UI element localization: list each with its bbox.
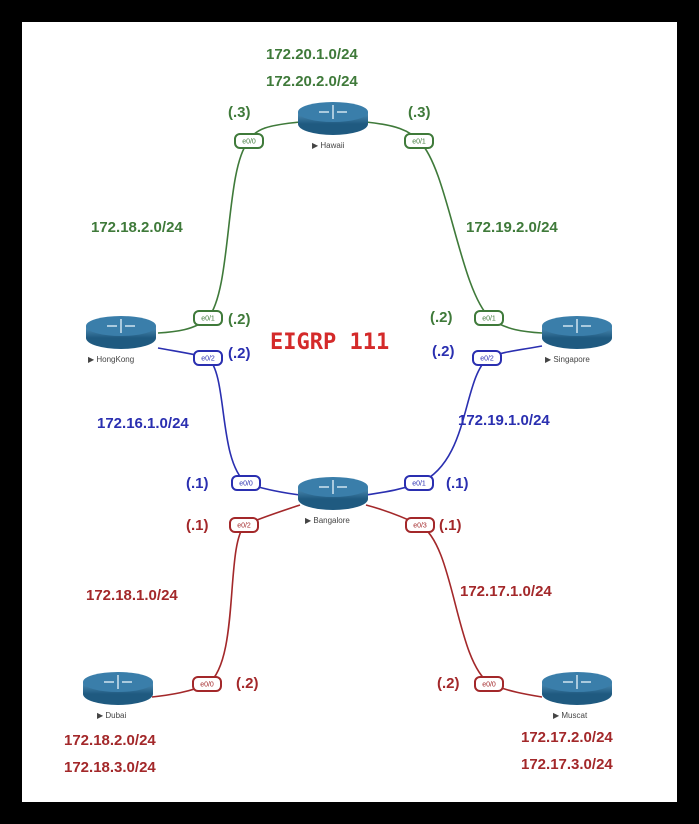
subnet-hongkong-bangalore: 172.16.1.0/24 [97, 415, 189, 432]
router-muscat[interactable] [541, 671, 613, 706]
muscat-network-1: 172.17.2.0/24 [521, 729, 613, 746]
if-hawaii-right-label: e0/1 [412, 139, 426, 146]
if-bangalore-blue-left-label: e0/0 [239, 481, 253, 488]
router-label-bangalore: ▶ Bangalore [305, 516, 350, 525]
if-muscat-label: e0/0 [482, 682, 496, 689]
host-hongkong-blue: (.2) [228, 345, 251, 362]
subnet-hawaii-singapore: 172.19.2.0/24 [466, 219, 558, 236]
diagram-title: EIGRP 111 [270, 330, 389, 355]
link-hawaii-singapore [365, 121, 543, 334]
subnet-singapore-bangalore: 172.19.1.0/24 [458, 412, 550, 429]
canvas [22, 22, 677, 802]
if-hongkong-green-badge[interactable]: e0/1 [193, 310, 223, 326]
if-hawaii-left-badge[interactable]: e0/0 [234, 133, 264, 149]
host-bangalore-red-left: (.1) [186, 517, 209, 534]
host-bangalore-red-right: (.1) [439, 517, 462, 534]
host-dubai: (.2) [236, 675, 259, 692]
if-singapore-green-label: e0/1 [482, 316, 496, 323]
if-singapore-blue-badge[interactable]: e0/2 [472, 350, 502, 366]
dubai-network-1: 172.18.2.0/24 [64, 732, 156, 749]
router-label-singapore: ▶ Singapore [545, 355, 590, 364]
if-hawaii-right-badge[interactable]: e0/1 [404, 133, 434, 149]
if-muscat-badge[interactable]: e0/0 [474, 676, 504, 692]
router-label-hawaii: ▶ Hawaii [312, 141, 345, 150]
dubai-network-2: 172.18.3.0/24 [64, 759, 156, 776]
router-singapore[interactable] [541, 315, 613, 350]
hawaii-network-1: 172.20.1.0/24 [266, 46, 358, 63]
router-hongkong[interactable] [85, 315, 157, 350]
if-hongkong-green-label: e0/1 [201, 316, 215, 323]
if-singapore-blue-label: e0/2 [480, 356, 494, 363]
if-bangalore-red-left-label: e0/2 [237, 523, 251, 530]
host-hawaii-left: (.3) [228, 104, 251, 121]
host-muscat: (.2) [437, 675, 460, 692]
subnet-bangalore-dubai: 172.18.1.0/24 [86, 587, 178, 604]
if-bangalore-red-right-label: e0/3 [413, 523, 427, 530]
link-singapore-bangalore [365, 345, 543, 496]
host-hongkong-green: (.2) [228, 311, 251, 328]
host-bangalore-blue-left: (.1) [186, 475, 209, 492]
link-hawaii-hongkong [157, 121, 301, 334]
link-bangalore-dubai [151, 504, 301, 698]
if-dubai-label: e0/0 [200, 682, 214, 689]
if-singapore-green-badge[interactable]: e0/1 [474, 310, 504, 326]
subnet-bangalore-muscat: 172.17.1.0/24 [460, 583, 552, 600]
host-singapore-green: (.2) [430, 309, 453, 326]
if-bangalore-blue-right-label: e0/1 [412, 481, 426, 488]
host-singapore-blue: (.2) [432, 343, 455, 360]
router-label-hongkong: ▶ HongKong [88, 355, 134, 364]
router-label-muscat: ▶ Muscat [553, 711, 588, 720]
router-bangalore[interactable] [297, 476, 369, 511]
link-bangalore-muscat [365, 504, 543, 698]
router-hawaii[interactable] [297, 101, 369, 136]
subnet-hawaii-hongkong: 172.18.2.0/24 [91, 219, 183, 236]
router-dubai[interactable] [82, 671, 154, 706]
if-bangalore-blue-left-badge[interactable]: e0/0 [231, 475, 261, 491]
router-label-dubai: ▶ Dubai [97, 711, 127, 720]
if-bangalore-red-left-badge[interactable]: e0/2 [229, 517, 259, 533]
host-hawaii-right: (.3) [408, 104, 431, 121]
if-bangalore-red-right-badge[interactable]: e0/3 [405, 517, 435, 533]
hawaii-network-2: 172.20.2.0/24 [266, 73, 358, 90]
if-dubai-badge[interactable]: e0/0 [192, 676, 222, 692]
if-hongkong-blue-badge[interactable]: e0/2 [193, 350, 223, 366]
if-hongkong-blue-label: e0/2 [201, 356, 215, 363]
muscat-network-2: 172.17.3.0/24 [521, 756, 613, 773]
if-bangalore-blue-right-badge[interactable]: e0/1 [404, 475, 434, 491]
host-bangalore-blue-right: (.1) [446, 475, 469, 492]
if-hawaii-left-label: e0/0 [242, 139, 256, 146]
